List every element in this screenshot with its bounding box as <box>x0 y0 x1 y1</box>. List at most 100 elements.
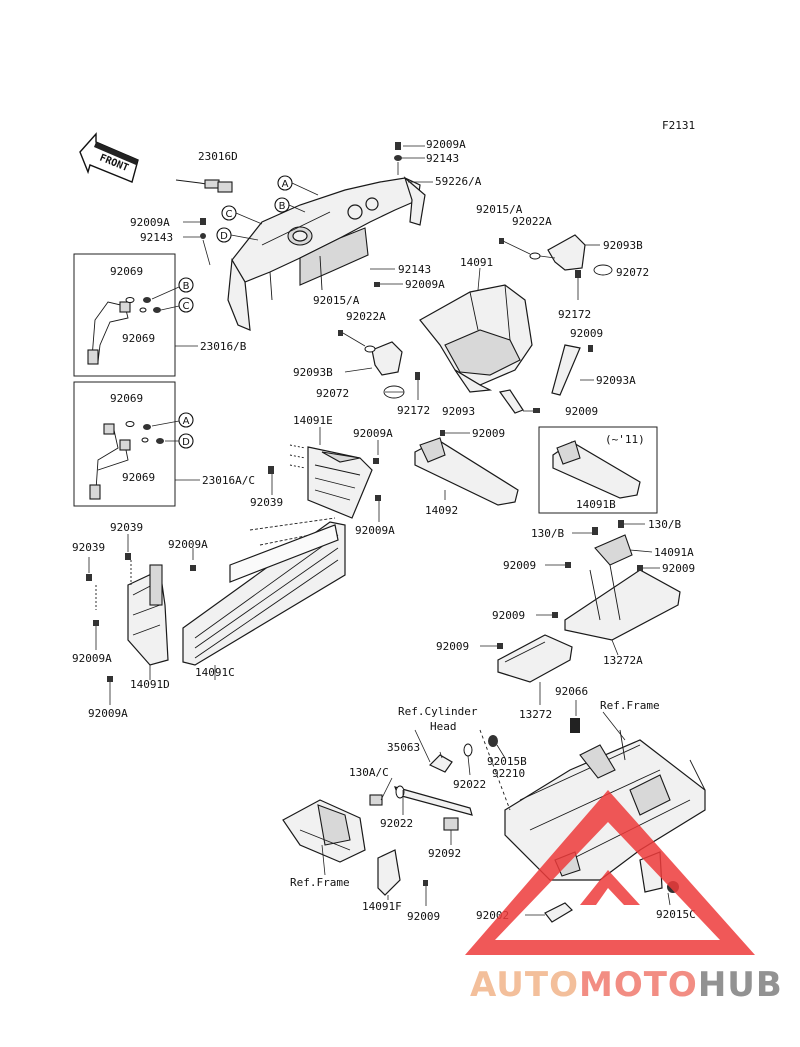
label-14091f: 14091F <box>362 900 402 913</box>
label-ref-cylinder-head: Head <box>430 720 457 733</box>
clip-92072-right <box>593 264 613 276</box>
label-14091d: 14091D <box>130 678 170 691</box>
bolt-92009-a1 <box>565 562 571 568</box>
callout-c-top: C <box>221 205 237 221</box>
bolt-92015a-right <box>499 238 504 244</box>
label-92015c: 92015C <box>656 908 696 921</box>
label-92210: 92210 <box>492 767 525 780</box>
callout-b-top: B <box>274 197 290 213</box>
label-92009a-top: 92009A <box>426 138 466 151</box>
label-92015b: 92015B <box>487 755 527 768</box>
bolt-92009a-e2 <box>375 495 381 501</box>
label-92009-92: 92009 <box>472 427 505 440</box>
label-14091: 14091 <box>460 256 493 269</box>
bolt-92009a-l3 <box>107 676 113 682</box>
bolt-92009a-top <box>394 142 402 161</box>
svg-text:D: D <box>220 231 228 242</box>
bracket-92093b-right <box>547 234 586 271</box>
washer-92022a-right <box>529 252 541 260</box>
label-92009-a2: 92009 <box>662 562 695 575</box>
bolt-92009-r1 <box>588 345 593 352</box>
label-14091b: 14091B <box>576 498 616 511</box>
bolt-92009-a4 <box>497 643 503 649</box>
bolt-92039-l2 <box>86 574 92 581</box>
upper-cover-assembly <box>227 176 426 331</box>
bolt-92009-f <box>423 880 428 886</box>
skid-14091b <box>552 440 641 499</box>
label-92093b-left: 92093B <box>293 366 333 379</box>
label-92066: 92066 <box>555 685 588 698</box>
skid-14092 <box>414 437 519 506</box>
label-92009a-c: 92009A <box>168 538 208 551</box>
bolt-92009-a3 <box>552 612 558 618</box>
harness-23016b <box>87 297 161 365</box>
range-note: (~'11) <box>605 433 645 446</box>
bolt-92009-a2 <box>637 565 643 571</box>
label-23016d: 23016D <box>198 150 238 163</box>
label-14091e: 14091E <box>293 414 333 427</box>
svg-text:C: C <box>226 209 233 220</box>
label-92072-right: 92072 <box>616 266 649 279</box>
shaft-92002 <box>544 902 573 923</box>
label-13272a: 13272A <box>603 654 643 667</box>
label-92172-left: 92172 <box>397 404 430 417</box>
watermark-text: AUTOMOTOHUB <box>470 965 783 1005</box>
harness-inset-a-d <box>73 381 176 507</box>
label-92009a-left: 92009A <box>130 216 170 229</box>
bracket-92093 <box>498 389 524 414</box>
label-14091c: 14091C <box>195 666 235 679</box>
bolt-130b-b <box>618 520 624 528</box>
callout-d-top: D <box>216 227 232 243</box>
label-ref-frame-left: Ref.Frame <box>290 876 350 889</box>
bolt-92009a-l2 <box>93 620 99 626</box>
label-92039-e: 92039 <box>250 496 283 509</box>
label-92093: 92093 <box>442 405 475 418</box>
label-92172-right: 92172 <box>558 308 591 321</box>
label-92143-top: 92143 <box>426 152 459 165</box>
label-ref-cylinder: Ref.Cylinder <box>398 705 478 718</box>
label-box1-92069-a: 92069 <box>110 265 143 278</box>
inset-14091b <box>538 426 658 514</box>
bolt-92172-right <box>575 270 581 278</box>
bracket-14091f <box>377 849 401 896</box>
svg-text:B: B <box>183 281 190 292</box>
label-92015a-left: 92015/A <box>313 294 360 307</box>
svg-text:B: B <box>279 201 286 212</box>
label-box2-92069-a: 92069 <box>110 392 143 405</box>
label-92009-a1: 92009 <box>503 559 536 572</box>
bolt-130b-a <box>592 527 598 535</box>
label-92015a-right: 92015/A <box>476 203 523 216</box>
label-92022a-left: 92022A <box>346 310 386 323</box>
harness-23016ac <box>89 421 164 500</box>
label-14091a: 14091A <box>654 546 694 559</box>
watermark-inner-mark-icon <box>580 870 640 905</box>
label-92092: 92092 <box>428 847 461 860</box>
label-92022-m: 92022 <box>453 778 486 791</box>
watermark-logo: AUTOMOTOHUB <box>465 790 783 1005</box>
bracket-92093b-left <box>371 341 403 376</box>
washer-92022a-left <box>364 345 376 353</box>
bolt-92009a-e <box>373 458 379 464</box>
bolt-92066 <box>570 718 580 733</box>
label-92022a-right: 92022A <box>512 215 552 228</box>
callout-a-inset: A <box>178 412 194 428</box>
callout-b-inset: B <box>178 277 194 293</box>
label-92009-r1: 92009 <box>570 327 603 340</box>
nut-92015b <box>488 735 498 747</box>
washer-92022-m <box>463 743 473 757</box>
bolt-92039-l1 <box>125 553 131 560</box>
svg-text:A: A <box>183 416 190 427</box>
callout-a-top: A <box>277 175 293 191</box>
label-92009a-mid: 92009A <box>405 278 445 291</box>
label-92009a-e2: 92009A <box>355 524 395 537</box>
label-130ac: 130A/C <box>349 766 389 779</box>
rod-35063 <box>369 754 473 816</box>
svg-text:A: A <box>282 179 289 190</box>
bracket-92093a <box>551 344 581 396</box>
label-23016ac: 23016A/C <box>202 474 255 487</box>
label-box1-92069-b: 92069 <box>122 332 155 345</box>
bolt-92009a-left <box>200 218 206 239</box>
label-92093a: 92093A <box>596 374 636 387</box>
label-92072-left: 92072 <box>316 387 349 400</box>
